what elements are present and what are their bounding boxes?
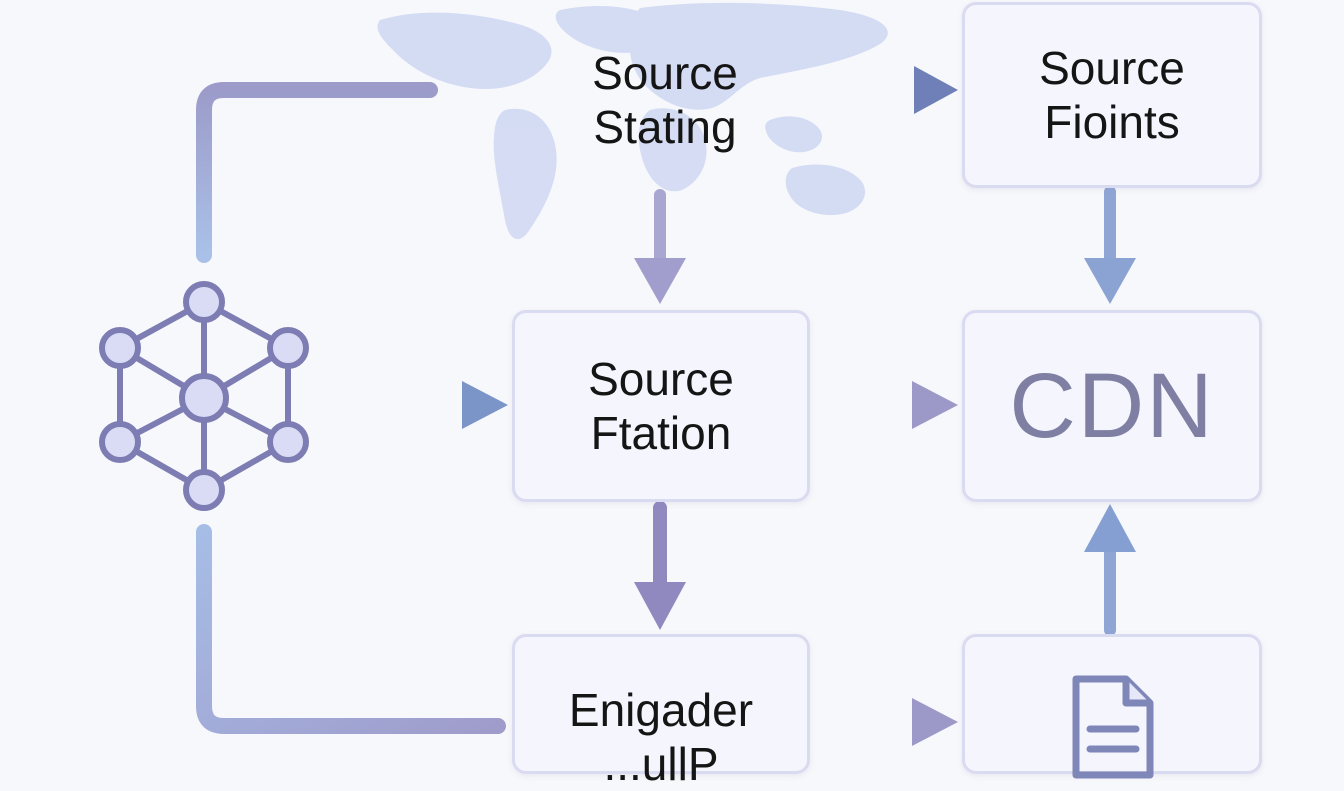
arrow-stating-to-fioints [832,66,958,114]
node-source-fioints-line2: Fioints [1044,96,1180,148]
arrow-ftation-to-cdn [812,381,958,429]
arrow-fioints-to-cdn [1084,186,1136,304]
node-document[interactable] [962,634,1262,779]
node-source-stating-line2: Stating [593,101,737,153]
node-cdn[interactable]: CDN [962,310,1262,502]
node-enigader-line1: Enigader [568,684,754,736]
node-source-ftation[interactable]: Source Ftation [512,310,810,502]
connector-left-top [196,82,438,263]
network-graph-icon [99,281,309,511]
arrow-stating-to-ftation [634,189,686,304]
arrow-ftation-to-enigader [634,501,686,630]
node-source-fioints[interactable]: Source Fioints [962,2,1262,188]
world-map-icon [377,2,888,240]
node-enigader[interactable]: Enigader ...ullP [512,634,810,790]
node-enigader-line2: ...ullP [603,738,719,790]
node-source-stating: Source Stating [550,46,780,154]
arrow-document-to-cdn [1084,504,1136,636]
node-source-stating-line1: Source [592,47,738,99]
node-source-fioints-line1: Source [1039,42,1185,94]
document-icon [1072,675,1154,779]
node-source-ftation-line1: Source [588,353,734,405]
flow-diagram [99,2,1136,746]
node-source-ftation-line2: Ftation [590,407,732,459]
arrow-network-to-ftation [326,381,508,429]
connector-left-bottom [196,524,506,734]
node-cdn-label: CDN [1009,354,1215,457]
arrow-enigader-to-document [812,698,958,746]
